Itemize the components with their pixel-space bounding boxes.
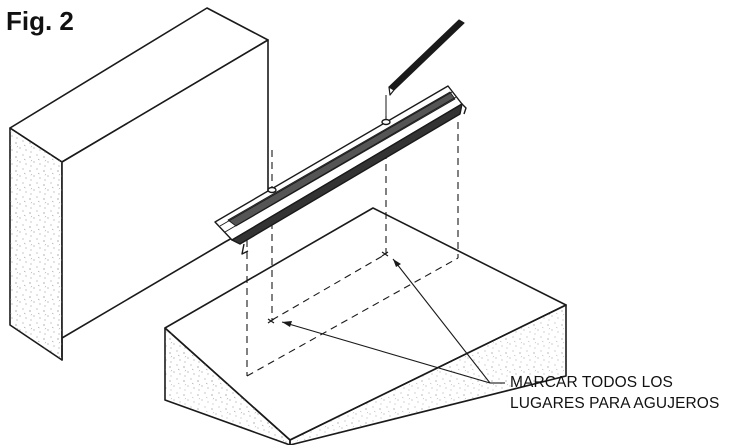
figure-label: Fig. 2 [6, 6, 74, 36]
rail-front-face [231, 103, 463, 245]
leader-lines [281, 258, 505, 384]
rail-track [214, 85, 467, 255]
rail-hole-left [267, 186, 277, 194]
callout-text: MARCAR TODOS LOS LUGARES PARA AGUJEROS [510, 372, 719, 414]
rail-groove [227, 91, 456, 227]
floor-right-face [289, 304, 567, 445]
floor-slab [164, 207, 567, 445]
wall-block [9, 7, 269, 361]
floor-front-fill [165, 328, 290, 445]
pencil-icon [388, 19, 465, 96]
callout-line-2: LUGARES PARA AGUJEROS [510, 395, 720, 412]
rail-hole-right [381, 118, 391, 126]
callout-line-1: MARCAR TODOS LOS [510, 374, 673, 391]
layout-lines [246, 116, 459, 377]
wall-front-fill [10, 128, 62, 360]
x-mark-icon [267, 251, 389, 324]
